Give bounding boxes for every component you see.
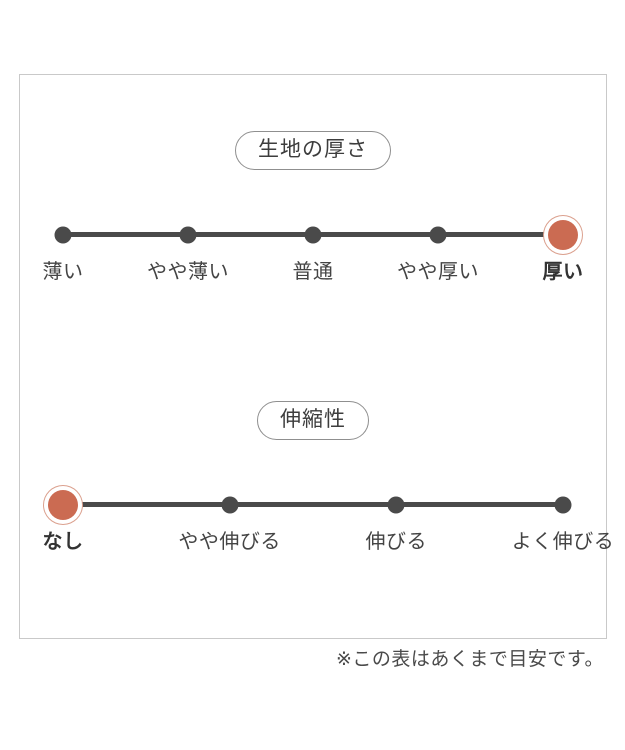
thickness-label-4: 厚い xyxy=(542,261,584,283)
spec-panel: 生地の厚さ 薄い やや薄い 普通 やや厚い 厚い 伸縮性 xyxy=(19,74,614,639)
chart-footnote: ※この表はあくまで目安です。 xyxy=(335,649,604,670)
thickness-node-4-selected[interactable] xyxy=(548,219,578,250)
stretch-track-line xyxy=(63,502,563,507)
thickness-title-pill: 生地の厚さ xyxy=(235,131,391,170)
thickness-node-3[interactable] xyxy=(429,226,447,243)
thickness-labels: 薄い やや薄い 普通 やや厚い 厚い xyxy=(43,260,584,300)
thickness-node-1[interactable] xyxy=(179,226,197,243)
stretch-labels: なし やや伸びる 伸びる よく伸びる xyxy=(43,530,614,570)
thickness-node-2[interactable] xyxy=(304,226,322,243)
stretch-node-1[interactable] xyxy=(221,496,239,513)
thickness-scale: 薄い やや薄い 普通 やや厚い 厚い xyxy=(20,215,606,305)
thickness-label-2: 普通 xyxy=(292,261,334,283)
stretch-title-row: 伸縮性 xyxy=(20,401,606,440)
thickness-node-0[interactable] xyxy=(54,226,72,243)
stretch-label-1: やや伸びる xyxy=(178,531,281,553)
thickness-title-row: 生地の厚さ xyxy=(20,131,606,170)
stretch-node-2[interactable] xyxy=(387,496,405,513)
stretch-node-0-selected[interactable] xyxy=(48,489,78,520)
thickness-label-3: やや厚い xyxy=(397,261,479,283)
stretch-title-pill: 伸縮性 xyxy=(257,401,369,440)
thickness-label-1: やや薄い xyxy=(147,261,229,283)
thickness-label-0: 薄い xyxy=(42,261,84,283)
stretch-label-3: よく伸びる xyxy=(511,531,615,553)
stretch-label-0: なし xyxy=(42,531,84,553)
stretch-label-2: 伸びる xyxy=(365,531,428,553)
thickness-track xyxy=(54,215,578,255)
stretch-track xyxy=(48,485,572,525)
stretch-node-3[interactable] xyxy=(554,496,572,513)
stretch-scale: なし やや伸びる 伸びる よく伸びる xyxy=(20,485,614,575)
